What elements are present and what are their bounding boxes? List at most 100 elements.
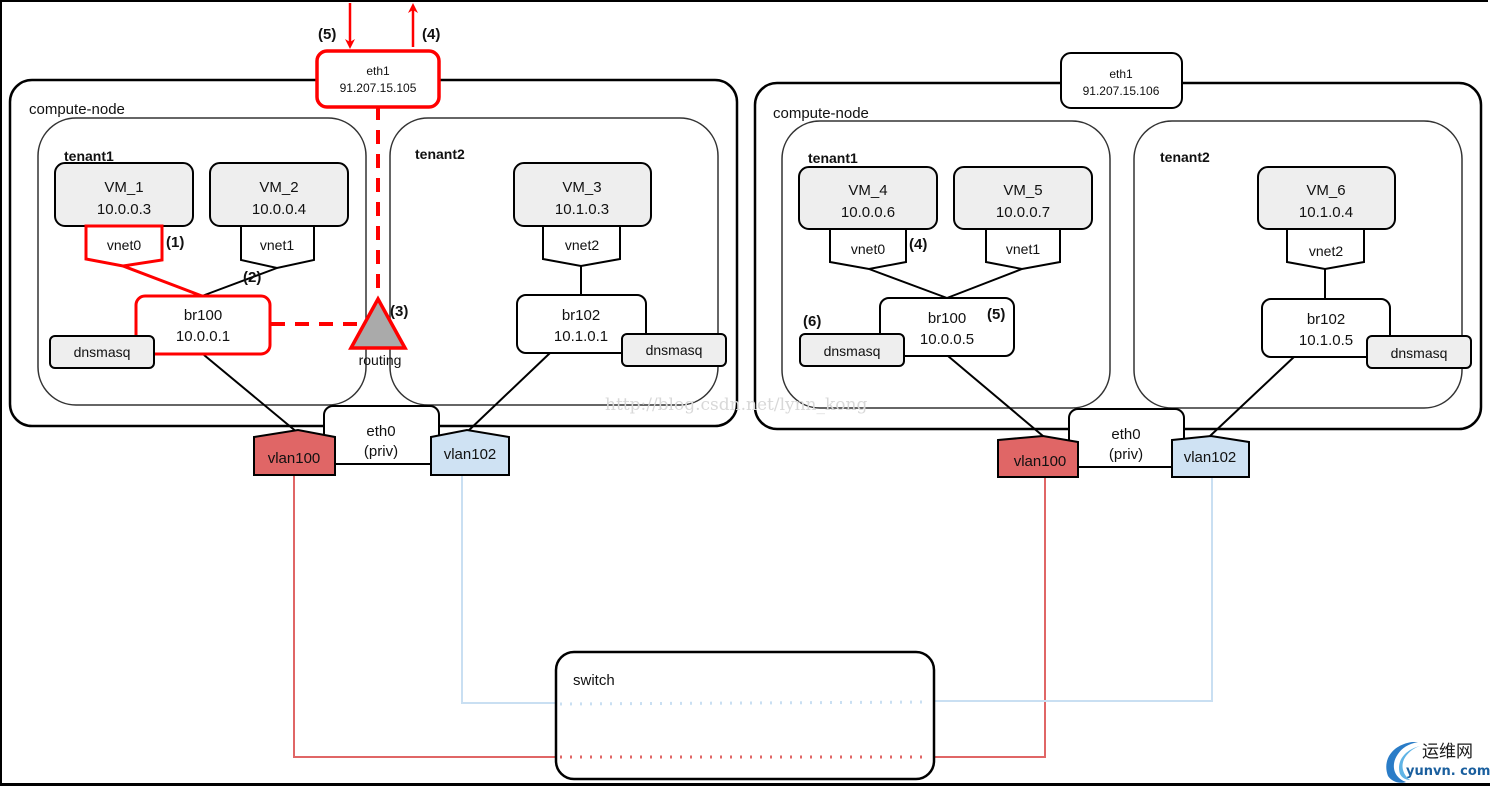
vm-5-name: VM_5 [1003, 182, 1042, 199]
vm-4-name: VM_4 [848, 182, 887, 199]
arrow-in-step-label: (5) [318, 26, 336, 43]
link-br102-vlan102-right [1209, 355, 1296, 437]
step-6-right-label: (6) [803, 313, 821, 330]
br102-left: br102 10.1.0.1 [516, 294, 647, 354]
dnsmasq-right-tenant1-label: dnsmasq [824, 343, 881, 359]
br100-right: br100 10.0.0.5 [879, 297, 1015, 357]
vnet1-left-label: vnet1 [260, 237, 294, 253]
eth0-right: eth0 (priv) [1068, 408, 1185, 468]
left-tenant2-label: tenant2 [415, 146, 465, 162]
watermark: http://blog.csdn.net/lynn_kong [605, 395, 867, 415]
vnet1-right: vnet1 [985, 228, 1061, 271]
vlan100-link-left [293, 476, 556, 758]
eth1-left-ip: 91.207.15.105 [340, 81, 417, 95]
vlan102-left-label: vlan102 [444, 446, 497, 463]
step-4-right-label: (4) [909, 236, 927, 253]
eth0-right-name: eth0 [1111, 426, 1140, 443]
left-compute-node: compute-node tenant1 tenant2 VM_1 10.0.0… [8, 3, 739, 476]
right-compute-node: compute-node tenant1 tenant2 VM_4 10.0.0… [753, 52, 1483, 478]
eth0-right-sub: (priv) [1109, 446, 1143, 463]
switch: switch [554, 650, 936, 781]
vm-1-name: VM_1 [104, 179, 143, 196]
vm-6-name: VM_6 [1306, 182, 1345, 199]
vm-1-ip: 10.0.0.3 [97, 201, 151, 218]
logo-swoosh-icon [1386, 742, 1418, 783]
vlan102-link-right [934, 476, 1213, 702]
vm-2: VM_2 10.0.0.4 [209, 162, 349, 227]
vnet2-left: vnet2 [542, 225, 621, 268]
dnsmasq-right-tenant1: dnsmasq [799, 333, 905, 367]
eth1-right: eth1 91.207.15.106 [1060, 52, 1183, 109]
br100-right-name: br100 [928, 310, 966, 327]
right-tenant1-label: tenant1 [808, 150, 858, 166]
vnet0-right-label: vnet0 [851, 241, 885, 257]
vnet2-right-label: vnet2 [1309, 243, 1343, 259]
vnet1-right-label: vnet1 [1006, 241, 1040, 257]
vlan102-links [461, 476, 1213, 706]
vlan100-links [293, 476, 1046, 759]
vlan102-right: vlan102 [1171, 434, 1250, 478]
vnet2-right: vnet2 [1286, 228, 1365, 271]
link-vnet1-br100-right [946, 268, 1023, 299]
vm-5: VM_5 10.0.0.7 [953, 166, 1093, 230]
link-vnet0-br100 [122, 264, 203, 298]
routing-triangle-icon [348, 295, 408, 350]
vm-2-ip: 10.0.0.4 [252, 201, 306, 218]
step-2-label: (2) [243, 269, 261, 286]
br100-left-ip: 10.0.0.1 [176, 328, 230, 345]
vm-1: VM_1 10.0.0.3 [54, 162, 194, 227]
eth1-left: eth1 91.207.15.105 [315, 49, 441, 109]
routing-label: routing [359, 352, 402, 368]
vnet2-left-label: vnet2 [565, 237, 599, 253]
yunvn-logo: 运维网 yunvn. com [1386, 742, 1490, 783]
left-tenant2-container [389, 117, 719, 406]
vm-4: VM_4 10.0.0.6 [798, 166, 938, 230]
right-tenant2-label: tenant2 [1160, 149, 1210, 165]
dnsmasq-right-tenant2-label: dnsmasq [1391, 345, 1448, 361]
eth1-right-ip: 91.207.15.106 [1083, 84, 1160, 98]
vm-6-ip: 10.1.0.4 [1299, 204, 1353, 221]
vlan102-right-label: vlan102 [1184, 449, 1237, 466]
link-vnet1-br100 [201, 267, 278, 297]
logo-english-text: yunvn. com [1406, 764, 1490, 779]
eth1-left-name: eth1 [366, 64, 390, 78]
br102-right: br102 10.1.0.5 [1261, 298, 1391, 358]
logo-chinese-text: 运维网 [1422, 742, 1473, 762]
br100-left: br100 10.0.0.1 [134, 294, 272, 356]
step-1-label: (1) [166, 234, 184, 251]
vnet0-left-label: vnet0 [107, 237, 141, 253]
vm-6: VM_6 10.1.0.4 [1257, 166, 1396, 230]
routing: routing (3) [348, 295, 408, 368]
eth1-right-name: eth1 [1109, 67, 1133, 81]
link-br102-vlan102 [465, 352, 551, 434]
left-tenant1-label: tenant1 [64, 148, 114, 164]
vnet0-right: vnet0 [829, 228, 907, 271]
right-tenant1-container [781, 120, 1111, 409]
dnsmasq-left-tenant2-label: dnsmasq [646, 342, 703, 358]
vm-4-ip: 10.0.0.6 [841, 204, 895, 221]
step-5-right-label: (5) [987, 306, 1005, 323]
dnsmasq-left-tenant2: dnsmasq [621, 333, 727, 367]
vlan100-left-label: vlan100 [268, 450, 321, 467]
right-tenant2-container [1133, 120, 1463, 409]
left-node-label: compute-node [29, 101, 125, 118]
br102-left-name: br102 [562, 307, 600, 324]
link-vnet0-br100-right [868, 268, 948, 299]
vlan100-left: vlan100 [253, 428, 336, 476]
eth0-left-sub: (priv) [364, 443, 398, 460]
vnet0-left: vnet0 [84, 224, 164, 268]
vm-2-name: VM_2 [259, 179, 298, 196]
dnsmasq-left-tenant1-label: dnsmasq [74, 344, 131, 360]
vm-3-name: VM_3 [562, 179, 601, 196]
vlan100-right-label: vlan100 [1014, 453, 1067, 470]
link-br100-vlan100 [203, 354, 299, 434]
vnet1-left: vnet1 [240, 225, 315, 270]
left-tenant1-container [37, 117, 367, 406]
link-br100-vlan100-right [947, 355, 1044, 437]
br100-right-ip: 10.0.0.5 [920, 331, 974, 348]
step-3-label: (3) [390, 303, 408, 320]
frame-bottom-border [0, 783, 1490, 786]
switch-label: switch [573, 672, 615, 689]
